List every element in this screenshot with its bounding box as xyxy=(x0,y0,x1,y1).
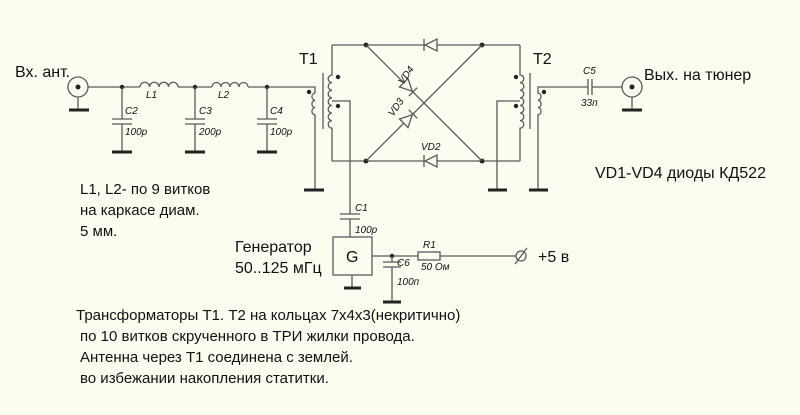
coil-note: L1, L2- по 9 витков xyxy=(80,181,210,198)
c2-value: 100p xyxy=(125,127,148,138)
transformer-t1 xyxy=(304,45,351,214)
c2-label: C2 xyxy=(125,106,138,117)
diode-vd3 xyxy=(398,109,418,129)
diode-note: VD1-VD4 диоды КД522 xyxy=(595,165,766,182)
bottom-note: во избежании накопления статитки. xyxy=(80,370,329,387)
diode-vd2 xyxy=(423,153,438,169)
generator: G xyxy=(332,236,373,290)
inductor-l1 xyxy=(139,81,179,88)
generator-symbol: G xyxy=(346,249,358,266)
generator-freq: 50..125 мГц xyxy=(235,260,322,277)
capacitor-c6 xyxy=(383,256,401,304)
r1-value: 50 Ом xyxy=(421,262,450,273)
capacitor-c3 xyxy=(185,84,205,154)
supply-label: +5 в xyxy=(538,249,569,266)
input-label: Вх. ант. xyxy=(15,64,70,81)
vd3-label: VD3 xyxy=(386,96,406,119)
t1-label: T1 xyxy=(299,51,318,68)
c5-value: 33п xyxy=(581,98,598,109)
output-connector xyxy=(621,76,643,112)
diode-vd1 xyxy=(423,37,438,53)
supply-terminal xyxy=(514,247,528,265)
output-label: Вых. на тюнер xyxy=(644,67,751,84)
bottom-note: по 10 витков скрученного в ТРИ жилки про… xyxy=(80,328,415,345)
coil-note: 5 мм. xyxy=(80,223,117,240)
bottom-note: Антенна через Т1 соединена с землей. xyxy=(80,349,353,366)
capacitor-c2 xyxy=(112,84,132,154)
capacitor-c1 xyxy=(340,213,360,237)
c4-value: 100p xyxy=(270,127,293,138)
vd2-label: VD2 xyxy=(421,142,441,153)
l1-label: L1 xyxy=(146,90,157,101)
diode-vd4 xyxy=(398,77,418,97)
c1-label: C1 xyxy=(355,203,368,214)
c1-value: 100p xyxy=(355,225,378,236)
c6-value: 100п xyxy=(397,277,420,288)
inductor-l2 xyxy=(211,81,249,88)
c3-value: 200p xyxy=(198,127,222,138)
c6-label: C6 xyxy=(397,258,410,269)
vd4-label: VD4 xyxy=(396,64,416,87)
coil-note: на каркасе диам. xyxy=(80,202,200,219)
r1-label: R1 xyxy=(423,240,436,251)
t2-label: T2 xyxy=(533,51,552,68)
capacitor-c4 xyxy=(257,84,277,154)
diagonal-wire xyxy=(365,44,483,162)
bottom-note: Трансформаторы Т1. Т2 на кольцах 7х4х3(н… xyxy=(76,307,460,324)
transformer-t2 xyxy=(488,45,588,192)
c4-label: C4 xyxy=(270,106,283,117)
c3-label: C3 xyxy=(199,106,212,117)
c5-label: C5 xyxy=(583,66,596,77)
resistor-r1 xyxy=(417,251,441,261)
generator-note: Генератор xyxy=(235,239,312,256)
l2-label: L2 xyxy=(218,90,230,101)
input-connector xyxy=(67,76,89,112)
capacitor-c5 xyxy=(587,79,622,95)
